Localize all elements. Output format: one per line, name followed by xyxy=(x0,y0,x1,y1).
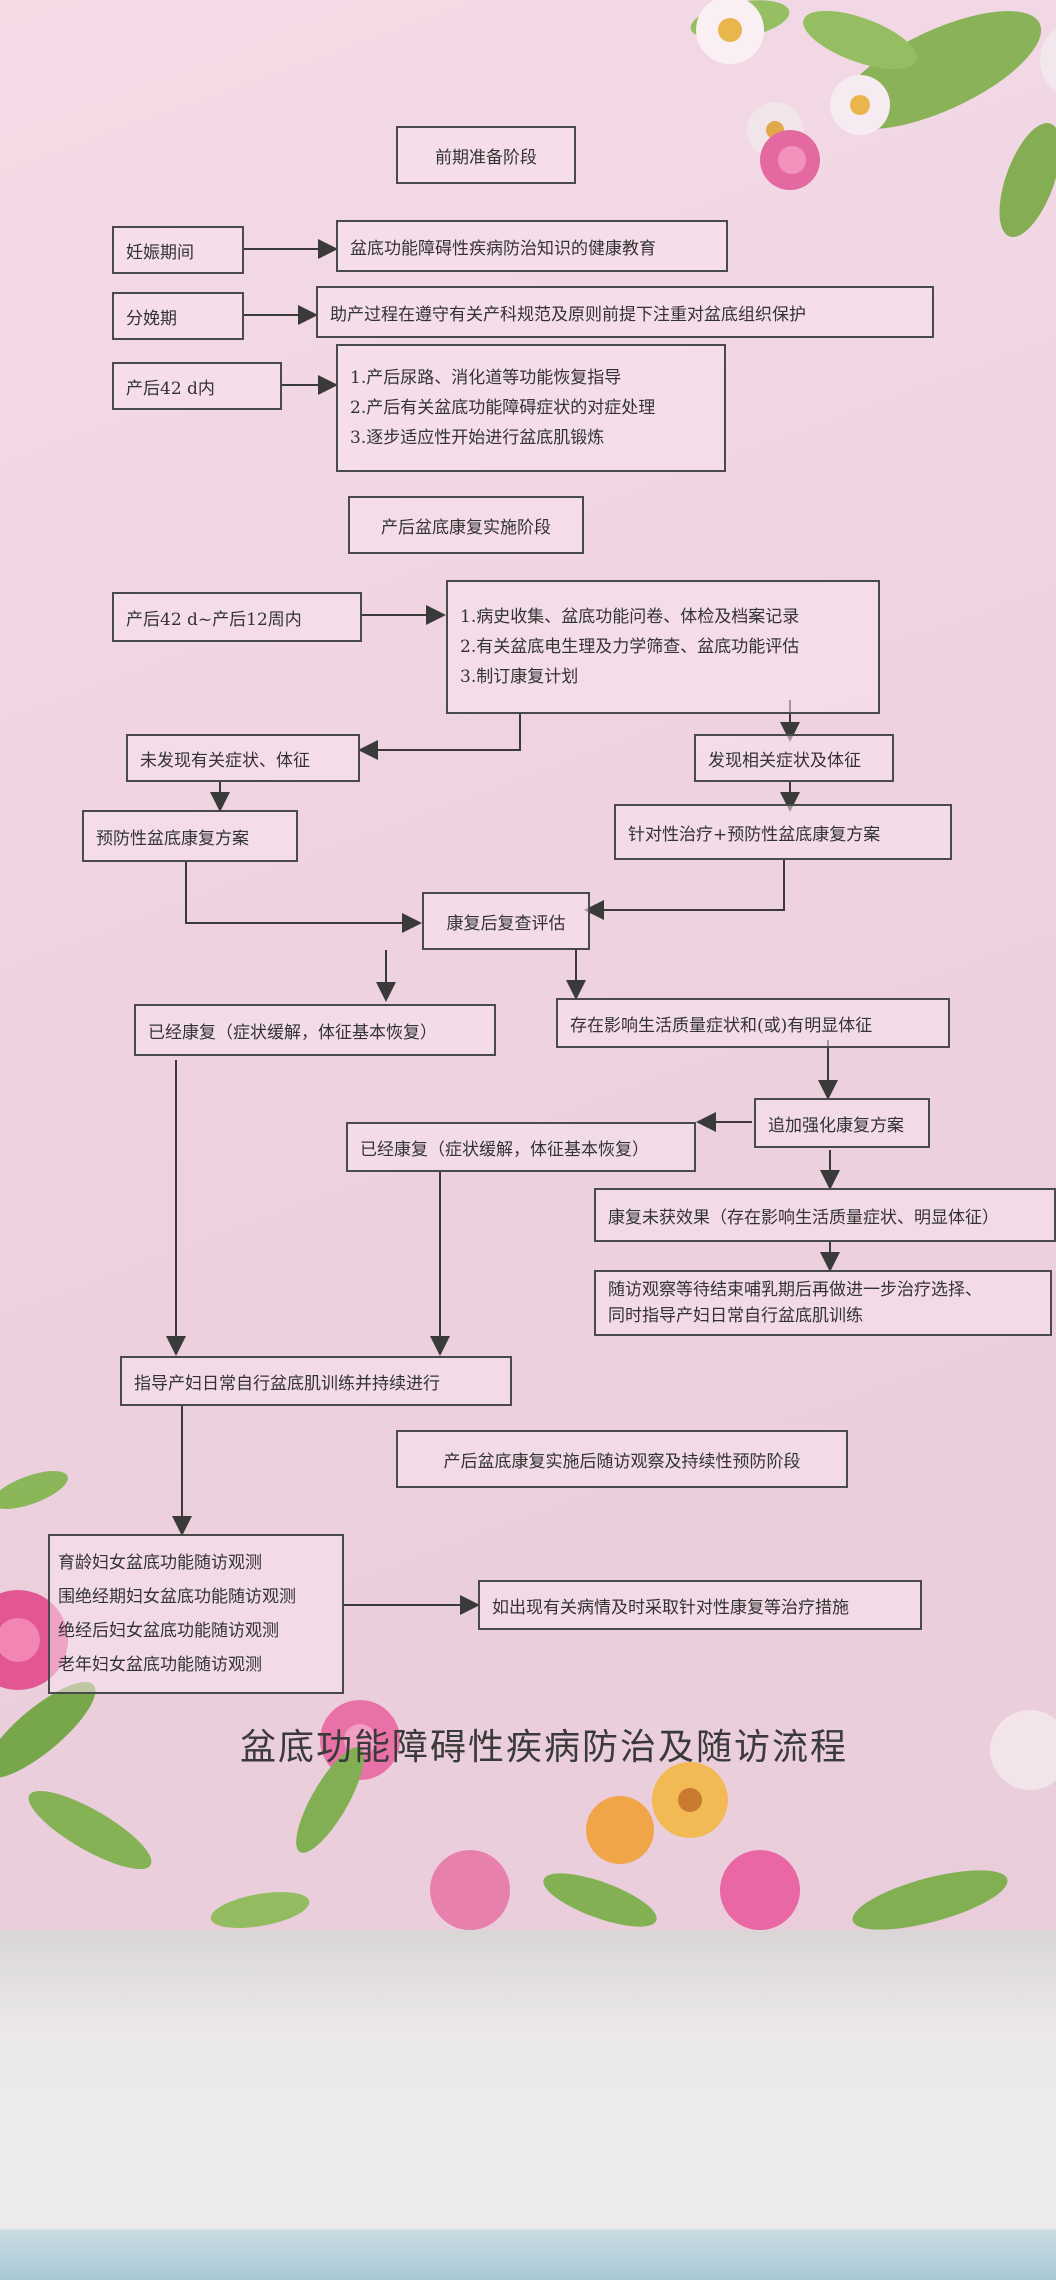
rehab-action-2: 2.有关盆底电生理及力学筛查、盆底功能评估 xyxy=(460,637,800,657)
followup-group-2: 围绝经期妇女盆底功能随访观测 xyxy=(58,1587,296,1607)
followup-group-4: 老年妇女盆底功能随访观测 xyxy=(58,1655,262,1675)
delivery-action-box: 助产过程在遵守有关产科规范及原则前提下注重对盆底组织保护 xyxy=(316,286,934,338)
pregnancy-action-box: 盆底功能障碍性疾病防治知识的健康教育 xyxy=(336,220,728,272)
poster-board: 前期准备阶段 妊娠期间 盆底功能障碍性疾病防治知识的健康教育 分娩期 助产过程在… xyxy=(0,0,1056,1930)
flower-decoration-bottom xyxy=(0,1471,1056,1930)
persist-symptom-box: 存在影响生活质量症状和(或)有明显体征 xyxy=(556,998,950,1048)
intensify-plan-box: 追加强化康复方案 xyxy=(754,1098,930,1148)
guide-training-box: 指导产妇日常自行盆底肌训练并持续进行 xyxy=(120,1356,512,1406)
wall-below-poster xyxy=(0,1930,1056,2280)
flower-decoration-top-right xyxy=(690,0,1056,237)
followup-group-3: 绝经后妇女盆底功能随访观测 xyxy=(58,1621,279,1641)
stage-header-followup: 产后盆底康复实施后随访观察及持续性预防阶段 xyxy=(396,1430,848,1488)
stage-header-prep: 前期准备阶段 xyxy=(396,126,576,184)
no-effect-box: 康复未获效果（存在影响生活质量症状、明显体征） xyxy=(594,1188,1056,1242)
rehab-period-box: 产后42 d~产后12周内 xyxy=(112,592,362,642)
review-box: 康复后复查评估 xyxy=(422,892,590,950)
postpartum-42d-box: 产后42 d内 xyxy=(112,362,282,410)
pregnancy-box: 妊娠期间 xyxy=(112,226,244,274)
targeted-plan-box: 针对性治疗+预防性盆底康复方案 xyxy=(614,804,952,860)
flow-connectors xyxy=(166,239,840,1615)
wait-line-1: 随访观察等待结束哺乳期后再做进一步治疗选择、 xyxy=(608,1280,982,1300)
wait-line-2: 同时指导产妇日常自行盆底肌训练 xyxy=(608,1306,863,1326)
followup-group-1: 育龄妇女盆底功能随访观测 xyxy=(58,1553,262,1573)
rehab-period-actions-box: 1.病史收集、盆底功能问卷、体检及档案记录 2.有关盆底电生理及力学筛查、盆底功… xyxy=(446,580,880,714)
followup-groups-box: 育龄妇女盆底功能随访观测 围绝经期妇女盆底功能随访观测 绝经后妇女盆底功能随访观… xyxy=(48,1534,344,1694)
followup-action-box: 如出现有关病情及时采取针对性康复等治疗措施 xyxy=(478,1580,922,1630)
postpartum-42d-actions-box: 1.产后尿路、消化道等功能恢复指导 2.产后有关盆底功能障碍症状的对症处理 3.… xyxy=(336,344,726,472)
recovered-2-box: 已经康复（症状缓解，体征基本恢复） xyxy=(346,1122,696,1172)
delivery-box: 分娩期 xyxy=(112,292,244,340)
symptom-box: 发现相关症状及体征 xyxy=(694,734,894,782)
stage-header-rehab: 产后盆底康复实施阶段 xyxy=(348,496,584,554)
postpartum-42d-action-1: 1.产后尿路、消化道等功能恢复指导 xyxy=(350,368,622,388)
no-symptom-box: 未发现有关症状、体征 xyxy=(126,734,360,782)
wait-observe-box: 随访观察等待结束哺乳期后再做进一步治疗选择、 同时指导产妇日常自行盆底肌训练 xyxy=(594,1270,1052,1336)
postpartum-42d-action-3: 3.逐步适应性开始进行盆底肌锻炼 xyxy=(350,428,605,448)
postpartum-42d-action-2: 2.产后有关盆底功能障碍症状的对症处理 xyxy=(350,398,656,418)
rehab-action-1: 1.病史收集、盆底功能问卷、体检及档案记录 xyxy=(460,607,800,627)
rehab-action-3: 3.制订康复计划 xyxy=(460,667,579,687)
preventive-plan-box: 预防性盆底康复方案 xyxy=(82,810,298,862)
poster-title: 盆底功能障碍性疾病防治及随访流程 xyxy=(240,1727,849,1768)
recovered-1-box: 已经康复（症状缓解，体征基本恢复） xyxy=(134,1004,496,1056)
